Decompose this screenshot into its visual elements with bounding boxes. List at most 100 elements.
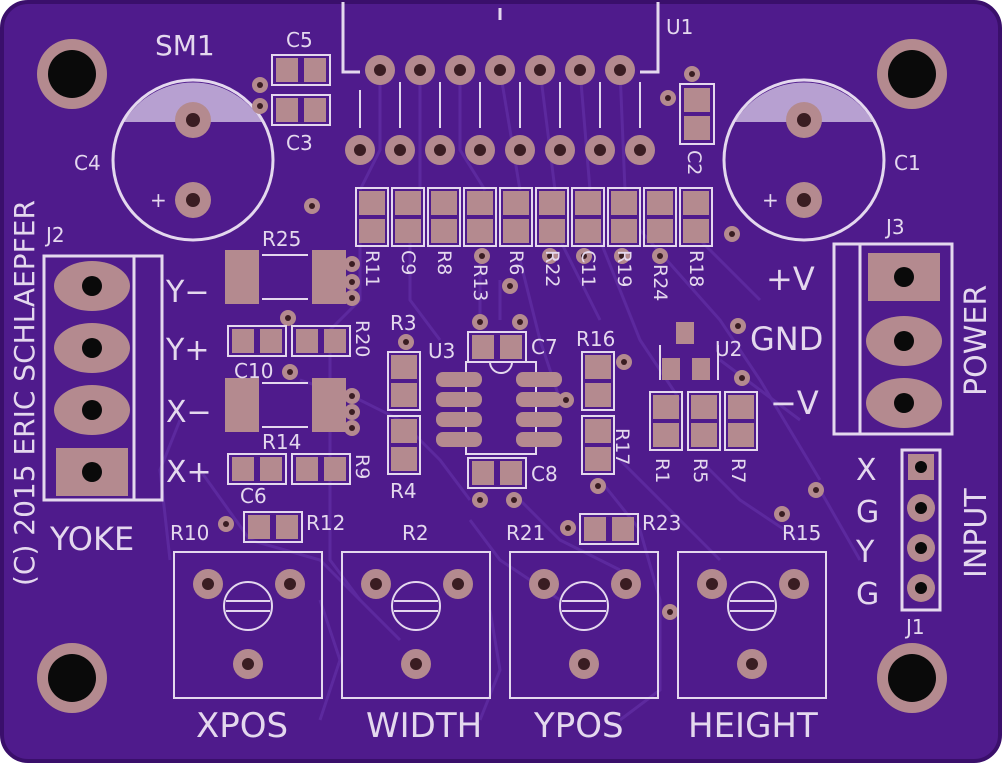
label-r12: R12: [306, 511, 345, 535]
smd-pad: [391, 447, 417, 471]
pin-hole: [354, 144, 366, 156]
smd-pad: [575, 191, 601, 215]
pin-hole: [474, 144, 486, 156]
smd-pad: [359, 219, 385, 243]
via-hole: [565, 525, 571, 531]
via-hole: [739, 375, 745, 381]
smd-pad: [395, 219, 421, 243]
smd-pad: [585, 447, 611, 471]
connector-j2: [42, 254, 164, 502]
trimpot-outline: [677, 551, 827, 699]
smd-pad: [584, 517, 606, 541]
trimpot-dial: [391, 581, 441, 631]
label-plus-v: +V: [766, 260, 815, 298]
smd-pad: [575, 219, 601, 243]
label-minus-v: −V: [770, 384, 819, 422]
trimpot-outline: [341, 551, 491, 699]
pin-hole: [788, 578, 800, 590]
smd-outline: [355, 187, 389, 247]
label-c6: C6: [240, 484, 267, 508]
resistor-r12: [243, 511, 303, 543]
via-hole: [309, 203, 315, 209]
via-hole: [349, 393, 355, 399]
via-hole: [257, 103, 263, 109]
label-r16: R16: [576, 327, 615, 351]
c4-plus-label: +: [150, 188, 167, 212]
via-hole: [621, 359, 627, 365]
u1-outline: [341, 2, 660, 74]
smd-outline: [391, 187, 425, 247]
label-ypos: YPOS: [533, 706, 624, 746]
u1-pins: [345, 55, 655, 165]
smd-pad: [431, 219, 457, 243]
via-hole: [507, 283, 513, 289]
smd-pad: [391, 383, 417, 407]
smd-pad: [472, 461, 494, 485]
pin-hole: [374, 64, 386, 76]
pin-hole: [614, 64, 626, 76]
smd-pad: [248, 515, 270, 539]
label-sm1: SM1: [155, 29, 215, 62]
via-hole: [813, 487, 819, 493]
pin-hole: [620, 578, 632, 590]
trimpot-dial: [727, 581, 777, 631]
label-r14: R14: [262, 430, 301, 454]
resistor-r4: [387, 415, 421, 475]
trimpot-dial: [559, 581, 609, 631]
smd-pad: [260, 329, 282, 353]
via-hole: [257, 82, 263, 88]
via-hole: [349, 261, 355, 267]
pin-hole: [574, 64, 586, 76]
pin-hole: [242, 658, 254, 670]
pin-hole: [538, 578, 550, 590]
via-hole: [477, 319, 483, 325]
smd-pad: [611, 191, 637, 215]
label-u3: U3: [428, 339, 455, 363]
label-r10: R10: [170, 521, 209, 545]
resistor-r1: [649, 391, 683, 451]
capacitor-c1: [722, 78, 886, 242]
smd-pad: [647, 219, 673, 243]
label-r2: R2: [402, 521, 429, 545]
smd-pad: [296, 457, 318, 481]
ic-u2: [659, 322, 719, 380]
label-r3: R3: [390, 311, 417, 335]
label-u2: U2: [715, 337, 742, 361]
trimpot-outline: [509, 551, 659, 699]
label-r21: R21: [506, 521, 545, 545]
smd-pad: [653, 395, 679, 419]
label-r4: R4: [390, 479, 417, 503]
label-r15: R15: [782, 521, 821, 545]
via-hole: [667, 609, 673, 615]
smd-pad: [391, 355, 417, 379]
smd-pad: [539, 191, 565, 215]
pin-hole: [534, 64, 546, 76]
resistor-r5: [687, 391, 721, 451]
smd-pad: [683, 219, 709, 243]
smd-pad: [431, 191, 457, 215]
label-r9: R9: [351, 454, 373, 479]
label-input-x: X: [856, 453, 877, 488]
label-r6: R6: [505, 250, 527, 275]
label-j3: J3: [884, 215, 905, 239]
smd-outline: [607, 187, 641, 247]
label-u1: U1: [666, 15, 693, 39]
smd-outline: [535, 187, 569, 247]
label-r18: R18: [685, 250, 707, 287]
smd-pad: [391, 419, 417, 443]
capacitor-c2: [679, 83, 715, 145]
via-hole: [349, 279, 355, 285]
capacitor-c4: [111, 78, 275, 242]
label-r23: R23: [642, 511, 681, 535]
smd-pad: [467, 191, 493, 215]
pin-hole: [594, 144, 606, 156]
resistor-r9: [291, 453, 351, 485]
label-r19: R19: [613, 250, 635, 287]
smd-pad: [503, 219, 529, 243]
smd-outline: [643, 187, 677, 247]
label-j1: J1: [904, 615, 925, 639]
via-hole: [665, 95, 671, 101]
via-hole: [479, 253, 485, 259]
via-hole: [581, 253, 587, 259]
smd-pad: [611, 219, 637, 243]
